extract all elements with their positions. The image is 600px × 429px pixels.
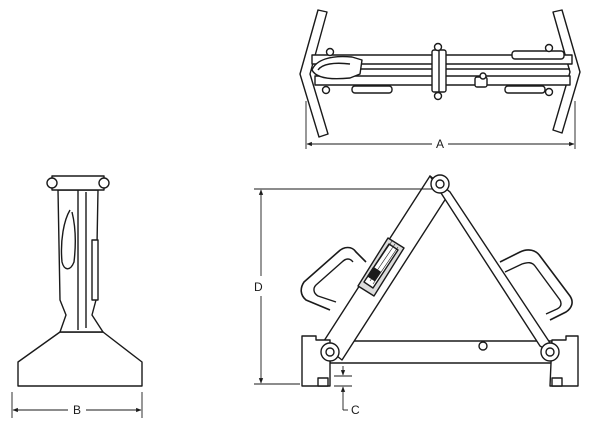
dimension-d-label: D	[254, 280, 263, 294]
dimension-d-line	[254, 188, 432, 385]
top-view-left-jaw	[299, 9, 329, 138]
top-view-grip	[511, 50, 565, 60]
dimension-b-label: B	[73, 403, 82, 417]
front-view-bottom-bar	[329, 340, 553, 364]
front-view-right-arm	[429, 175, 561, 359]
front-view-left-handle	[300, 246, 367, 311]
side-view	[17, 175, 143, 387]
top-view-right-jaw	[552, 9, 581, 134]
top-view-handle	[311, 55, 363, 80]
side-view-top-plate	[51, 175, 105, 191]
side-view-base	[17, 331, 143, 387]
dimension-c-label: C	[351, 403, 360, 417]
side-view-hook	[60, 209, 77, 270]
front-view	[300, 174, 579, 387]
dimension-a-line	[305, 101, 576, 149]
top-view	[299, 9, 581, 138]
dimension-b-line	[11, 392, 143, 418]
dimension-c-line	[334, 366, 352, 411]
dimension-a-label: A	[436, 137, 445, 151]
front-view-right-handle	[499, 249, 573, 321]
